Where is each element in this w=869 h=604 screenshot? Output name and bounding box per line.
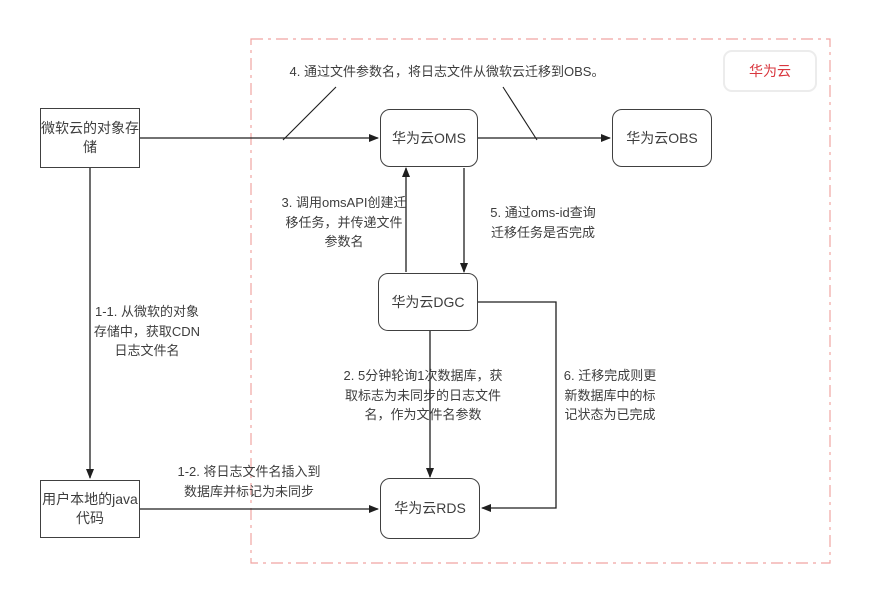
huawei-cloud-badge-label: 华为云 xyxy=(749,63,791,79)
node-microsoft-object-storage: 微软云的对象存 储 xyxy=(40,108,140,168)
node-huawei-oms: 华为云OMS xyxy=(380,109,478,167)
step4-leader-left xyxy=(282,86,337,141)
annotation-step-1-1: 1-1. 从微软的对象 存储中，获取CDN 日志文件名 xyxy=(93,304,201,358)
annotation-step-1-2: 1-2. 将日志文件名插入到 数据库并标记为未同步 xyxy=(177,464,321,499)
huawei-cloud-boundary xyxy=(250,38,831,564)
annotation-step-4: 4. 通过文件参数名，将日志文件从微软云迁移到OBS。 xyxy=(289,64,605,79)
annotation-step-5: 5. 通过oms-id查询 迁移任务是否完成 xyxy=(490,205,596,240)
annotation-step-3: 3. 调用omsAPI创建迁 移任务，并传递文件 参数名 xyxy=(281,195,407,249)
node-huawei-dgc: 华为云DGC xyxy=(378,273,478,331)
huawei-cloud-badge: 华为云 xyxy=(723,50,817,92)
node-huawei-obs: 华为云OBS xyxy=(612,109,712,167)
step4-leader-right xyxy=(502,86,538,141)
edge-dgc-right-to-rds xyxy=(478,301,557,512)
node-huawei-rds: 华为云RDS xyxy=(380,478,480,539)
annotation-step-6: 6. 迁移完成则更 新数据库中的标 记状态为已完成 xyxy=(563,368,657,422)
node-local-java-code: 用户本地的java 代码 xyxy=(40,480,140,538)
annotation-step-2: 2. 5分钟轮询1次数据库，获 取标志为未同步的日志文件 名，作为文件名参数 xyxy=(343,368,503,422)
